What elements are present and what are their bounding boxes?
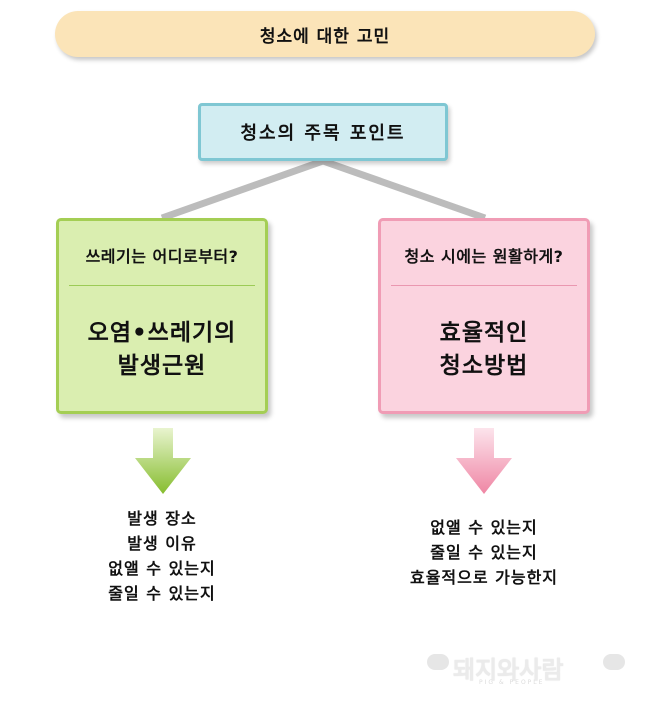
list-item: 발생 장소: [127, 509, 197, 528]
right-main-line-1: 효율적인: [439, 320, 529, 346]
left-main-line-2: 발생근원: [117, 353, 207, 379]
list-item: 효율적으로 가능한지: [409, 568, 559, 587]
left-main-line-1: 오염•쓰레기의: [87, 320, 237, 346]
connector-right: [321, 157, 487, 222]
right-question: 청소 시에는 원활하게?: [404, 247, 564, 266]
list-item: 줄일 수 있는지: [108, 584, 216, 603]
focus-point-box: 청소의 주목 포인트: [198, 103, 448, 161]
cloud-icon: [603, 654, 625, 670]
title-text: 청소에 대한 고민: [259, 26, 391, 47]
connector-left: [160, 157, 325, 222]
title-banner: 청소에 대한 고민: [55, 11, 595, 57]
right-list: 없앨 수 있는지 줄일 수 있는지 효율적으로 가능한지: [378, 515, 590, 590]
list-item: 없앨 수 있는지: [430, 518, 538, 537]
list-item: 줄일 수 있는지: [430, 543, 538, 562]
cloud-icon: [427, 654, 449, 670]
logo-subtext: PIG & PEOPLE: [479, 679, 545, 686]
right-card: 청소 시에는 원활하게? 효율적인 청소방법: [378, 218, 590, 414]
right-main-line-2: 청소방법: [439, 353, 529, 379]
right-divider: [391, 285, 577, 286]
right-main: 효율적인 청소방법: [381, 317, 587, 383]
left-list: 발생 장소 발생 이유 없앨 수 있는지 줄일 수 있는지: [56, 506, 268, 606]
left-main: 오염•쓰레기의 발생근원: [59, 317, 265, 383]
left-card: 쓰레기는 어디로부터? 오염•쓰레기의 발생근원: [56, 218, 268, 414]
list-item: 없앨 수 있는지: [108, 559, 216, 578]
watermark-logo: 돼지와사람 PIG & PEOPLE: [427, 648, 627, 692]
left-divider: [69, 285, 255, 286]
left-down-arrow-icon: [135, 428, 191, 494]
focus-point-text: 청소의 주목 포인트: [240, 123, 406, 144]
left-question: 쓰레기는 어디로부터?: [85, 247, 239, 266]
right-down-arrow-icon: [456, 428, 512, 494]
logo-text: 돼지와사람: [453, 656, 564, 684]
list-item: 발생 이유: [127, 534, 197, 553]
